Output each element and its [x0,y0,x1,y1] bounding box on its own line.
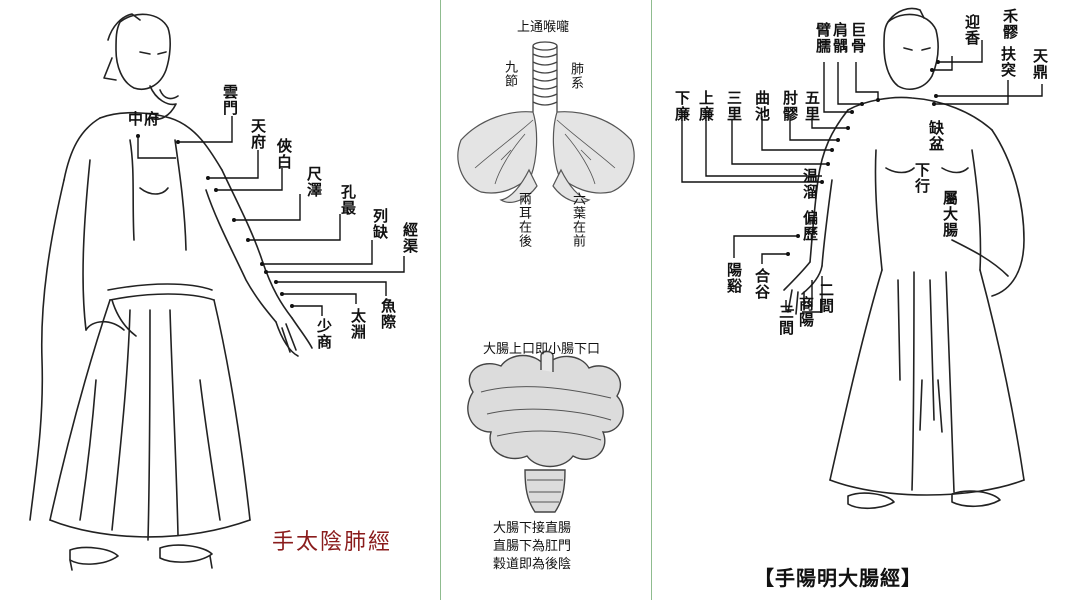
divider-right [651,0,652,600]
point-pianli: 偏歷 [801,210,819,242]
point-kongzui: 孔最 [339,184,357,216]
point-zhouliao: 肘髎 [781,90,799,122]
point-binao: 臂臑 [814,22,832,54]
point-wuli: 五里 [803,90,821,122]
six-leaves-front-label: 六葉在前 [570,192,585,248]
point-lieque: 列缺 [371,208,389,240]
point-quchi: 曲池 [753,90,771,122]
caption-line-2: 直腸下為肛門 [493,539,572,554]
point-jingqu: 經渠 [401,222,419,254]
point-yingxiang: 迎香 [963,14,981,46]
point-futu: 扶突 [999,46,1017,78]
body-label-quepen: 缺盆 [927,120,945,152]
lung-figure-illustration [29,13,405,571]
point-erjian: 二間 [817,282,835,314]
point-sanjian: 三間 [777,304,795,336]
lung-system-label: 肺系 [568,62,583,90]
intestine-top-label: 大腸上口即小腸下口 [483,342,601,357]
caption-line-1: 大腸下接直腸 [493,521,572,536]
point-yunmen: 雲門 [221,84,239,116]
intestine-caption: 大腸下接直腸 直腸下為肛門 穀道即為後陰 [493,520,571,574]
point-jugu: 巨骨 [849,22,867,54]
colon-meridian-title: 【手陽明大腸經】 [754,566,922,590]
point-sanli: 三里 [725,90,743,122]
point-shangyang: 商陽 [797,296,815,328]
point-shaoshang: 少商 [315,318,333,350]
point-taiyuan: 太淵 [349,308,367,340]
point-yangxi: 陽谿 [725,262,743,294]
organ-panel: 上通喉嚨 九節 肺系 兩耳在後 六葉在前 大腸上口即小腸下口 大腸下接直腸 直腸… [441,0,651,600]
organ-illustration [457,41,635,513]
point-xiabai: 俠白 [275,138,293,170]
point-yuji: 魚際 [379,298,397,330]
point-shanglian: 上廉 [697,90,715,122]
point-hegu: 合谷 [753,268,771,300]
point-tianding: 天鼎 [1031,48,1049,80]
throat-label: 上通喉嚨 [517,20,570,35]
point-chize: 尺澤 [305,166,323,198]
colon-figure-illustration [681,7,1043,510]
lung-meridian-panel: 中府 雲門 天府 俠白 尺澤 孔最 列缺 經渠 魚際 太淵 少商 手太陰肺經 [0,0,440,600]
point-tianfu: 天府 [249,118,267,150]
caption-line-3: 穀道即為後陰 [493,557,572,572]
two-ears-back-label: 兩耳在後 [516,192,531,248]
body-label-shudachang: 屬大腸 [941,190,959,238]
point-wenliu: 温溜 [801,168,819,200]
point-zhongfu: 中府 [128,110,161,128]
body-label-xiaxing: 下行 [913,162,931,194]
lung-meridian-title: 手太陰肺經 [272,530,393,555]
point-xialian: 下廉 [673,90,691,122]
colon-meridian-panel: 禾髎 迎香 天鼎 扶突 巨骨 肩髃 臂臑 五里 肘髎 曲池 三里 上廉 下廉 温… [652,0,1067,600]
divider-left [440,0,441,600]
nine-segments-label: 九節 [502,60,517,88]
point-jianyu: 肩髃 [831,22,849,54]
point-heliao: 禾髎 [1001,8,1019,40]
